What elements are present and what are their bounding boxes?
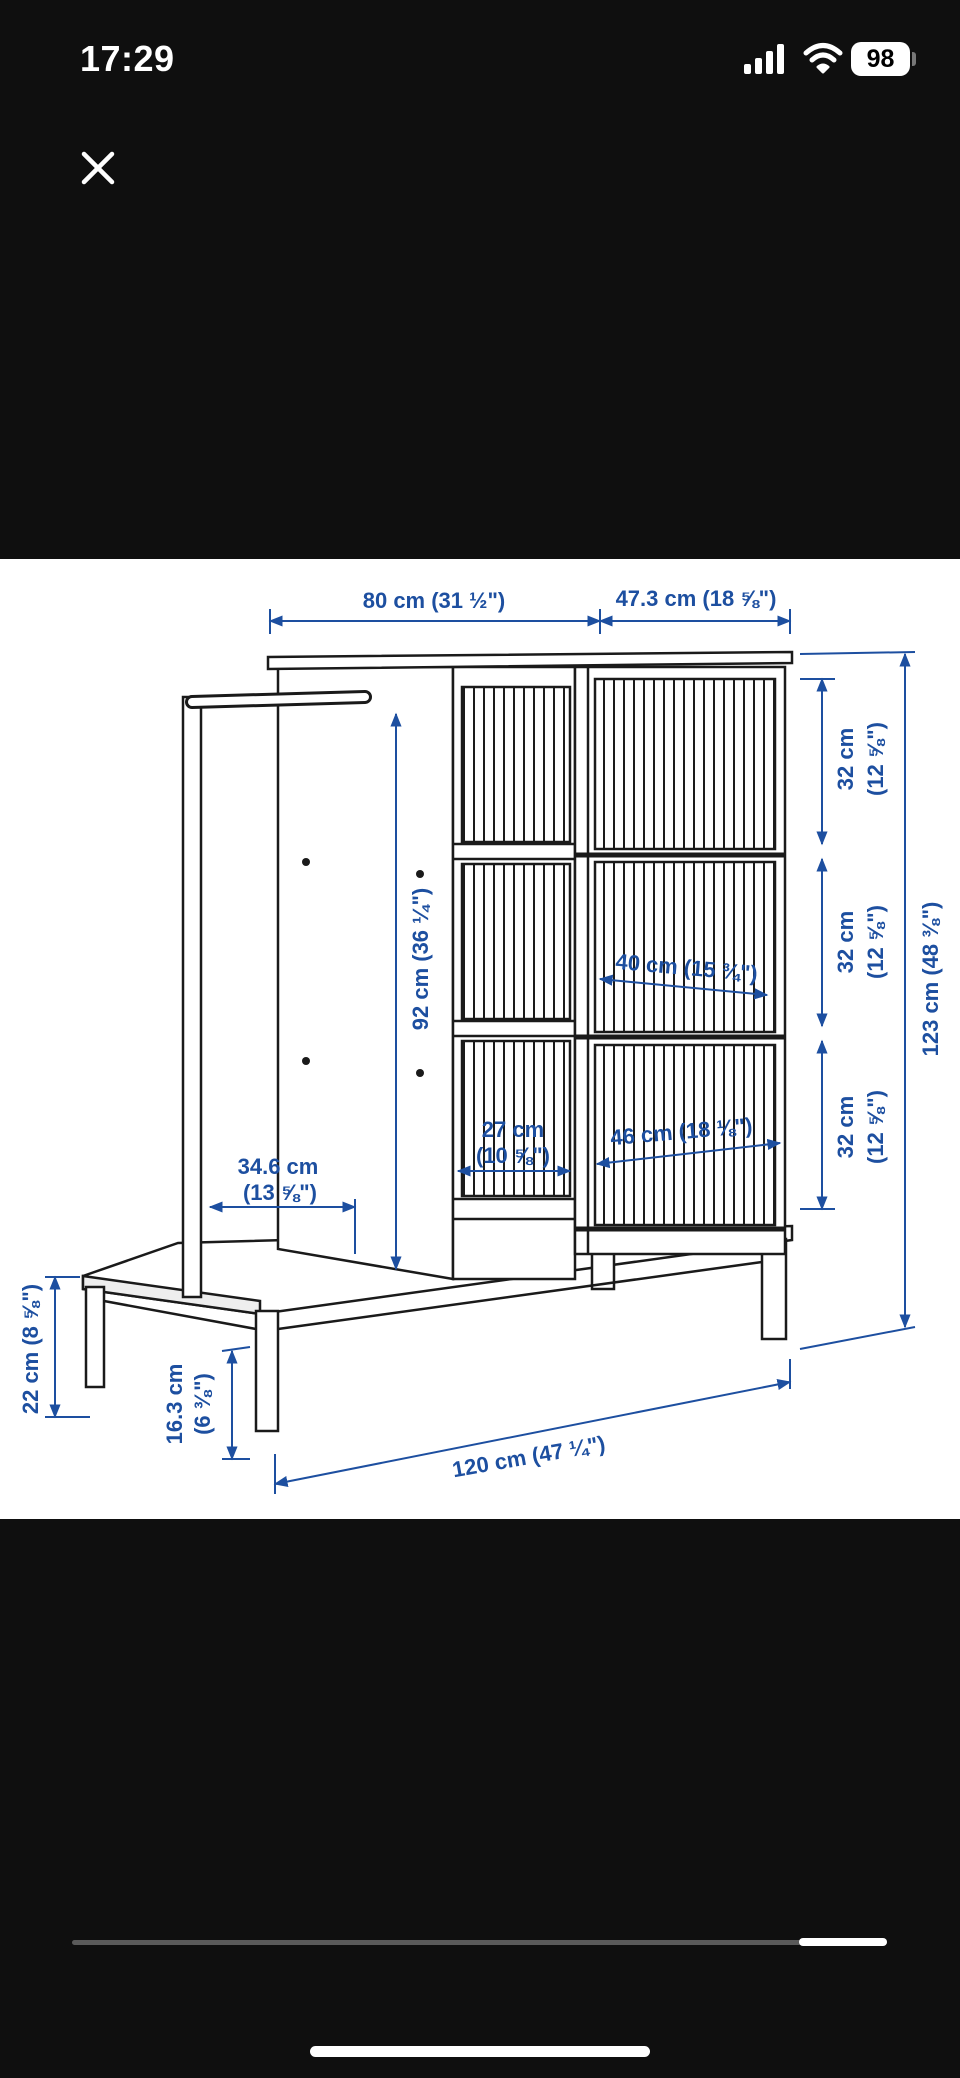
label-bench-height-in: (6 ⅜") bbox=[190, 1373, 215, 1435]
label-depth-top: 47.3 cm (18 ⅝") bbox=[616, 586, 777, 611]
label-shelf-h2-cm: 32 cm bbox=[833, 911, 858, 973]
battery-nub bbox=[912, 52, 916, 66]
dimension-labels: 80 cm (31 ½") 47.3 cm (18 ⅝") 32 cm (12 … bbox=[18, 586, 943, 1482]
label-shelf-h3-cm: 32 cm bbox=[833, 1096, 858, 1158]
label-shelf-depth-cm: 27 cm bbox=[482, 1117, 544, 1142]
home-indicator[interactable] bbox=[310, 2046, 650, 2057]
label-shelf-h3-in: (12 ⅝") bbox=[863, 1090, 888, 1164]
label-shelf-h2-in: (12 ⅝") bbox=[863, 905, 888, 979]
label-inner-height: 92 cm (36 ¼") bbox=[408, 888, 433, 1031]
cellular-signal-icon bbox=[744, 44, 784, 74]
label-bench-depth-cm: 34.6 cm bbox=[238, 1154, 319, 1179]
battery-icon: 98 bbox=[851, 42, 910, 76]
furniture-drawing bbox=[81, 650, 794, 1433]
label-total-width: 120 cm (47 ¼") bbox=[450, 1431, 607, 1482]
media-scrubber-track[interactable] bbox=[72, 1940, 887, 1945]
label-bench-height-cm: 16.3 cm bbox=[162, 1364, 187, 1445]
label-bench-depth-in: (13 ⅝") bbox=[243, 1180, 317, 1205]
close-icon bbox=[81, 151, 115, 185]
wifi-icon bbox=[803, 43, 843, 74]
status-bar: 17:29 98 bbox=[0, 0, 960, 120]
media-scrubber-thumb[interactable] bbox=[799, 1938, 887, 1946]
label-shelf-depth-in: (10 ⅝") bbox=[476, 1143, 550, 1168]
close-button[interactable] bbox=[72, 142, 124, 194]
label-shelf-h1-cm: 32 cm bbox=[833, 728, 858, 790]
status-time: 17:29 bbox=[80, 38, 175, 79]
product-dimension-image[interactable]: 80 cm (31 ½") 47.3 cm (18 ⅝") 32 cm (12 … bbox=[0, 559, 960, 1519]
label-shelf-h1-in: (12 ⅝") bbox=[863, 722, 888, 796]
label-leg-height: 22 cm (8 ⅝") bbox=[18, 1284, 43, 1414]
furniture-diagram: 80 cm (31 ½") 47.3 cm (18 ⅝") 32 cm (12 … bbox=[18, 586, 943, 1494]
label-width-top: 80 cm (31 ½") bbox=[363, 588, 506, 613]
label-total-height: 123 cm (48 ⅜") bbox=[918, 902, 943, 1057]
dimension-lines bbox=[45, 609, 916, 1494]
battery-level: 98 bbox=[866, 45, 895, 73]
